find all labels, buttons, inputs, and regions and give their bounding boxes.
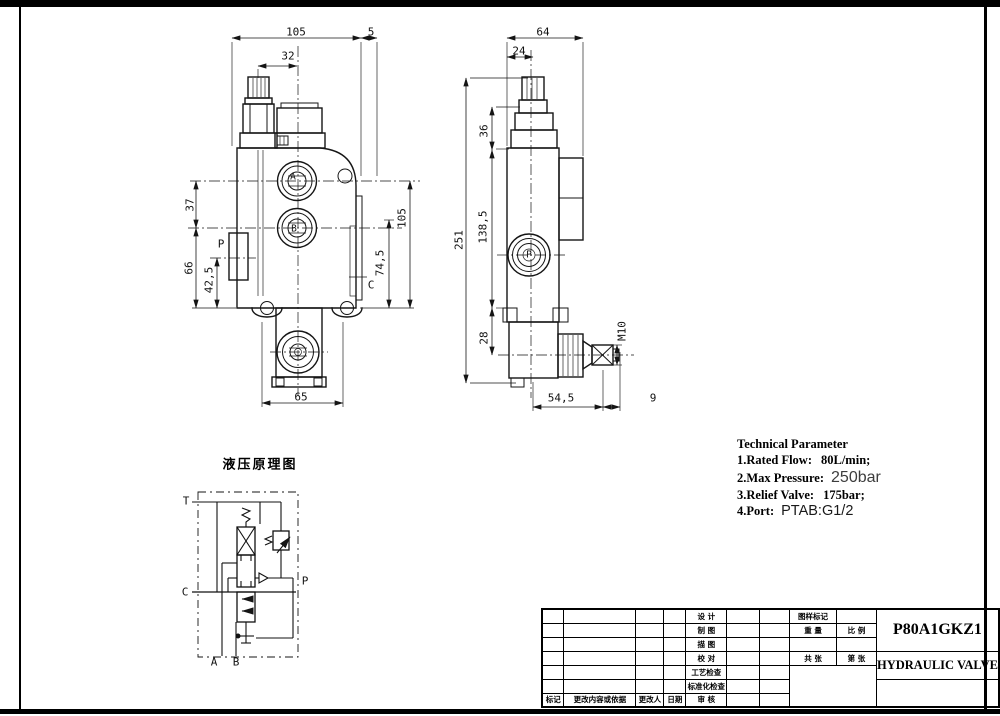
model-number: P80A1GKZ1: [875, 608, 1000, 652]
side-view-dimensions: [463, 35, 622, 411]
tech-param-port: 4.Port:PTAB:G1/2: [737, 503, 854, 519]
schematic-port-t-label: T: [182, 494, 190, 508]
technical-parameters: Technical Parameter 1.Rated Flow:80L/min…: [737, 436, 881, 520]
dim-front-c-port-height: 74,5: [373, 249, 387, 277]
role-standard-check: 标准化检查: [685, 678, 728, 694]
front-port-c-label: C: [367, 278, 375, 292]
sheet-border-top: [0, 0, 1000, 7]
tech-param-relief-valve: 3.Relief Valve:175bar;: [737, 487, 865, 502]
role-draft: 制 图: [685, 622, 728, 638]
role-process-check: 工艺检查: [685, 664, 728, 680]
total-sheets-label: 共 张: [789, 650, 838, 666]
dim-side-handle-axis-height: 28: [477, 331, 491, 345]
dim-side-top-width: 64: [536, 25, 550, 39]
hydraulic-schematic: [192, 491, 299, 658]
dim-side-thread-size: M10: [615, 321, 629, 341]
role-trace: 描 图: [685, 636, 728, 652]
weight-label: 重 量: [789, 622, 838, 638]
scale-label: 比 例: [836, 622, 877, 638]
tech-param-max-pressure: 2.Max Pressure:250bar: [737, 468, 881, 486]
dim-side-total-height: 251: [452, 230, 466, 250]
role-proofread: 校 对: [685, 650, 728, 666]
schematic-title: 液压原理图: [222, 457, 298, 473]
role-review: 审 核: [685, 692, 728, 708]
tech-params-title: Technical Parameter: [737, 437, 848, 451]
front-view-body: [188, 46, 420, 396]
side-view-body: [497, 50, 634, 398]
sheet-border-left: [19, 7, 21, 709]
dim-front-p-port-height: 42,5: [202, 266, 216, 294]
tech-param-rated-flow: 1.Rated Flow:80L/min;: [737, 453, 871, 467]
dim-front-top-width: 105: [286, 25, 306, 39]
side-port-p-label: P: [526, 249, 532, 261]
dim-side-handle-length: 54,5: [547, 391, 575, 405]
role-design: 设 计: [685, 608, 728, 624]
dim-front-bottom-width: 65: [294, 390, 308, 404]
sheet-border-bottom: [0, 709, 1000, 714]
front-port-p-label: P: [217, 237, 225, 251]
drawing-mark-cells: [836, 608, 877, 624]
sheet-border-right: [984, 7, 987, 709]
dim-front-port-spacing: 37: [183, 198, 197, 212]
front-view-dimensions: [192, 35, 414, 407]
product-name: HYDRAULIC VALVE: [875, 650, 1000, 680]
mark-label: 标记: [541, 692, 565, 708]
revision-cell: [541, 608, 565, 624]
sheet-no-label: 第 张: [836, 650, 877, 666]
change-content-label: 更改内容或依据: [563, 692, 637, 708]
dim-front-side-plate-offset: 5: [367, 25, 375, 39]
schematic-port-b-label: B: [232, 655, 240, 669]
drawing-mark-label: 图样标记: [789, 608, 838, 624]
front-port-b-label: B: [291, 223, 297, 235]
changed-by-label: 更改人: [635, 692, 665, 708]
dim-front-right-height: 105: [395, 208, 409, 228]
schematic-port-a-label: A: [210, 655, 218, 669]
dim-side-joint-length: 9: [649, 391, 657, 405]
dim-front-relief-screw-offset: 32: [281, 49, 295, 63]
schematic-port-p-label: P: [301, 574, 309, 588]
dim-side-body-height: 138,5: [476, 210, 490, 244]
date-label: 日期: [663, 692, 687, 708]
front-port-a-label: A: [290, 171, 296, 183]
dim-side-cap-height: 36: [477, 124, 491, 138]
schematic-port-c-label: C: [181, 585, 189, 599]
dim-side-screw-width: 24: [512, 44, 526, 58]
title-block: 设 计 图样标记 P80A1GKZ1 制 图 重 量 比 例 描 图 校 对 共…: [541, 608, 1000, 708]
dim-front-base-height: 66: [182, 261, 196, 275]
